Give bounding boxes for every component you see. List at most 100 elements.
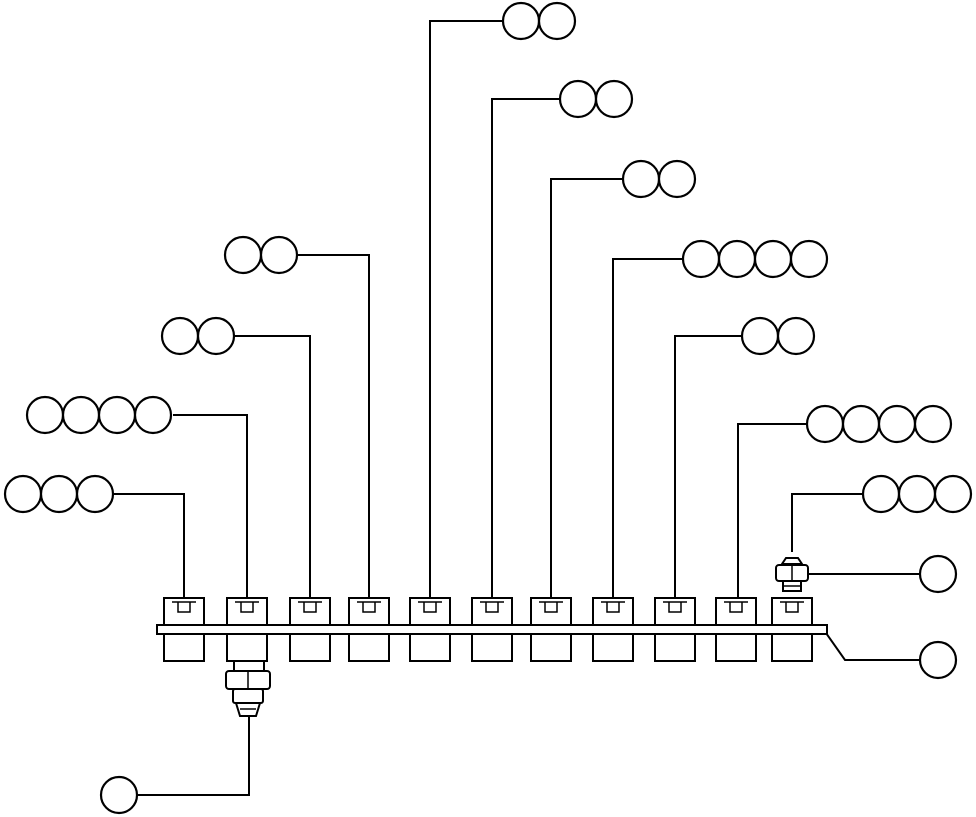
valve-slot (240, 602, 254, 613)
leader-valve-9 (674, 335, 742, 598)
leader-valve-1 (113, 493, 185, 598)
callout-bubble (877, 404, 917, 444)
valve-base (348, 633, 390, 662)
callout-bubble (594, 79, 634, 119)
callout-bubble (39, 474, 79, 514)
callout-bubble (913, 404, 953, 444)
callout-bubble (223, 235, 263, 275)
callout-bubble (841, 404, 881, 444)
valve-slot (729, 602, 743, 613)
callout-top-fitting (861, 474, 973, 514)
callout-bubble (61, 395, 101, 435)
valve-slot (606, 602, 620, 613)
leader-bottom-fitting (137, 714, 250, 796)
callout-bubble (196, 316, 236, 356)
callout-bottom-fitting (99, 775, 139, 815)
valve-slot (423, 602, 437, 613)
callout-bubble (681, 239, 721, 279)
leader-valve-7 (550, 178, 623, 598)
valve-slot (303, 602, 317, 613)
callout-bubble (933, 474, 973, 514)
callout-bubble (789, 239, 829, 279)
leader-valve-4 (297, 254, 370, 598)
leader-top-fitting (791, 493, 863, 552)
callout-bubble (918, 640, 958, 680)
leader-valve-2 (173, 414, 248, 598)
callout-valve-9 (740, 316, 816, 356)
callout-valve-10 (805, 404, 953, 444)
leader-manifold-bar (825, 632, 920, 661)
valve-slot (785, 602, 799, 613)
valve-1 (163, 597, 205, 662)
valve-base (226, 633, 268, 662)
valve-5 (409, 597, 451, 662)
callout-bubble (537, 1, 577, 41)
valve-7 (530, 597, 572, 662)
valve-base (654, 633, 696, 662)
top-fitting-tip (780, 557, 804, 565)
manifold-bar (156, 624, 828, 635)
callout-bubble (621, 159, 661, 199)
valve-base (715, 633, 757, 662)
callout-bubble (717, 239, 757, 279)
callout-valve-2 (25, 395, 173, 435)
callout-bubble (25, 395, 65, 435)
leader-valve-6 (491, 98, 561, 598)
callout-bubble (776, 316, 816, 356)
valve-3 (289, 597, 331, 662)
callout-valve-4 (223, 235, 299, 275)
callout-bubbles (3, 1, 973, 815)
valve-base (409, 633, 451, 662)
callout-bubble (861, 474, 901, 514)
callout-bubble (558, 79, 598, 119)
callout-bubble (501, 1, 541, 41)
valve-slot (362, 602, 376, 613)
bottom-fitting-neck (233, 660, 265, 672)
callout-bubble (97, 395, 137, 435)
leader-lines (113, 20, 920, 796)
valve-6 (471, 597, 513, 662)
callout-bubble (805, 404, 845, 444)
bottom-fitting (225, 660, 271, 717)
valve-11 (771, 597, 813, 662)
callout-bubble (657, 159, 697, 199)
valve-slot (668, 602, 682, 613)
valve-base (471, 633, 513, 662)
callout-valve-1 (3, 474, 115, 514)
leader-valve-3 (234, 335, 311, 598)
valve-base (592, 633, 634, 662)
leader-valve-8 (612, 258, 683, 598)
callout-bubble (259, 235, 299, 275)
callout-valve-8 (681, 239, 829, 279)
valve-slot (177, 602, 191, 613)
callout-bubble (75, 474, 115, 514)
valve-base (771, 633, 813, 662)
callout-bubble (160, 316, 200, 356)
callout-bubble (133, 395, 173, 435)
valve-8 (592, 597, 634, 662)
callout-valve-5 (501, 1, 577, 41)
top-fitting (775, 557, 809, 592)
callout-bubble (753, 239, 793, 279)
valve-base (530, 633, 572, 662)
callout-bubble (897, 474, 937, 514)
valve-row (163, 597, 813, 662)
valve-base (163, 633, 205, 662)
callout-bubble (918, 554, 958, 594)
valve-10 (715, 597, 757, 662)
leader-valve-5 (429, 20, 504, 598)
valve-slot (485, 602, 499, 613)
callout-valve-7 (621, 159, 697, 199)
callout-valve-3 (160, 316, 236, 356)
bottom-fitting-hex (232, 688, 264, 704)
callout-bubble (99, 775, 139, 815)
valve-slot (544, 602, 558, 613)
callout-top-fitting-nut (918, 554, 958, 594)
leader-valve-10 (737, 423, 807, 598)
callout-bubble (3, 474, 43, 514)
callout-bubble (740, 316, 780, 356)
callout-valve-6 (558, 79, 634, 119)
valve-base (289, 633, 331, 662)
callout-manifold-bar (918, 640, 958, 680)
